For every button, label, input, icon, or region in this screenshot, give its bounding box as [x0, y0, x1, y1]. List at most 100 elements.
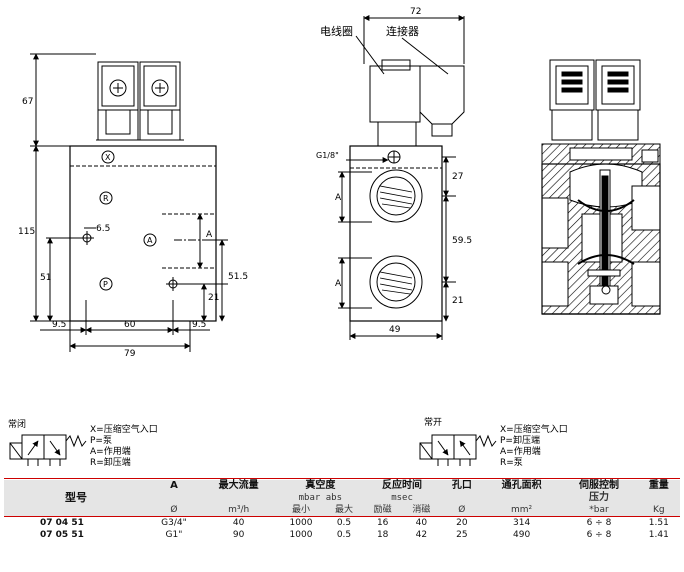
row1-flow: 40	[199, 516, 278, 529]
dim-9-5-right: 9.5	[192, 320, 206, 330]
row2-on: 18	[376, 530, 389, 540]
technical-drawings: 67 115 51 6.5 A 51.5 21 9.5 60 9.5 79 X …	[8, 7, 661, 468]
row1-on: 16	[363, 516, 403, 529]
unit-vac-max: 最大	[334, 505, 353, 515]
valve-body-side	[349, 145, 443, 322]
spec-table: 型号 A 最大流量 真空度 反应时间 孔口 通孔面积 伺服控制 重量 mbar …	[4, 480, 680, 541]
table-subheader-row: mbar abs msec 压力	[4, 492, 680, 504]
port-a-lower	[369, 255, 423, 309]
row2-model: 07 05 51	[40, 530, 84, 540]
row2-flow: 90	[232, 530, 245, 540]
no-legend-a: A=作用端	[500, 445, 541, 457]
th-port: 孔口	[451, 480, 472, 491]
symbol-normally-open	[419, 434, 497, 466]
port-x-marker	[101, 150, 115, 164]
callout-connector: 连接器	[386, 25, 419, 38]
nc-legend-r: R=卸压端	[90, 456, 131, 468]
dim-9-5-left: 9.5	[52, 320, 66, 330]
dim-a-side: A	[206, 230, 213, 240]
table-header-row: 型号 A 最大流量 真空度 反应时间 孔口 通孔面积 伺服控制 重量	[4, 480, 680, 503]
dim-g18: G1/8"	[316, 151, 339, 160]
dim-49: 49	[389, 325, 401, 335]
dim-21-left: 21	[208, 293, 219, 303]
dim-a-lower: A	[335, 279, 342, 289]
port-p-label: P	[103, 280, 108, 289]
no-title: 常开	[424, 416, 442, 428]
nc-legend-p: P=泵	[90, 435, 112, 446]
table-top-rule	[4, 478, 680, 479]
port-a-marker	[143, 233, 157, 247]
solenoid-coil-right	[139, 61, 181, 140]
unit-resp-off: 消磁	[412, 505, 431, 515]
th-servo2: 压力	[588, 492, 609, 503]
row2-kg: 1.41	[648, 530, 669, 540]
unit-port: Ø	[458, 505, 466, 515]
th-vac: 真空度	[305, 480, 336, 491]
symbol-normally-closed	[9, 434, 87, 466]
th-area: 通孔面积	[501, 480, 542, 491]
table-row: 07 05 51 G1" 90 1000 0.5 18 42 25 490 6 …	[4, 529, 680, 541]
port-a-upper	[369, 169, 423, 223]
port-x-label: X	[105, 153, 111, 162]
th-flow: 最大流量	[218, 480, 259, 491]
row2-a: G1"	[165, 530, 183, 540]
unit-resp-on: 励磁	[373, 505, 392, 515]
row2-area: 490	[513, 530, 531, 540]
nc-legend-a: A=作用端	[90, 445, 131, 457]
no-legend-p: P=卸压端	[500, 434, 540, 446]
dim-6-5: 6.5	[96, 224, 110, 234]
callout-coil: 电线圈	[320, 24, 353, 38]
th-model: 型号	[64, 491, 87, 504]
row2-vmax: 0.5	[336, 530, 352, 540]
no-legend-r: R=泵	[500, 457, 523, 468]
port-r-marker	[99, 191, 113, 205]
row1-model: 07 04 51	[4, 516, 148, 529]
solenoid-coil-side	[369, 65, 421, 123]
dim-51: 51	[40, 273, 51, 283]
th-resp-unit: msec	[391, 493, 413, 503]
unit-vac-min: 最小	[291, 505, 310, 515]
row1-area: 314	[482, 516, 561, 529]
row2-vmin: 1000	[289, 530, 313, 540]
port-r-label: R	[103, 194, 109, 203]
row1-port: 20	[440, 516, 483, 529]
dim-79: 79	[124, 349, 136, 359]
row2-off: 42	[415, 530, 428, 540]
th-weight: 重量	[648, 480, 669, 491]
no-legend-x: X=压缩空气入口	[500, 423, 568, 435]
row1-off: 40	[402, 516, 441, 529]
th-resp: 反应时间	[382, 480, 423, 491]
table-units-row: Ø m³/h 最小 最大 励磁 消磁 Ø mm² *bar Kg	[4, 504, 680, 517]
dim-60: 60	[124, 320, 136, 330]
unit-flow: m³/h	[228, 505, 250, 515]
dim-115: 115	[18, 227, 35, 237]
th-a: A	[170, 480, 178, 491]
port-a-label: A	[147, 236, 153, 245]
row1-a: G3/4"	[147, 516, 200, 529]
dim-a-upper: A	[335, 193, 342, 203]
front-view	[30, 53, 228, 352]
connector-body	[419, 65, 465, 125]
row1-vmax: 0.5	[324, 516, 364, 529]
unit-servo: *bar	[589, 505, 609, 515]
section-view	[541, 59, 661, 315]
dim-21-mid: 21	[452, 296, 463, 306]
nc-title: 常闭	[8, 418, 26, 430]
unit-area: mm²	[511, 505, 533, 515]
port-p-marker	[99, 277, 113, 291]
dim-27: 27	[452, 172, 463, 182]
row1-vmin: 1000	[277, 516, 325, 529]
dim-51-5: 51.5	[228, 272, 248, 282]
row2-port: 25	[456, 530, 468, 540]
solenoid-coil-left	[97, 61, 139, 140]
dim-67: 67	[22, 97, 33, 107]
nc-legend-x: X=压缩空气入口	[90, 423, 158, 435]
dim-59-5: 59.5	[452, 236, 472, 246]
th-vac-unit: mbar abs	[298, 493, 342, 503]
row1-servo: 6 ÷ 8	[560, 516, 638, 529]
row2-servo: 6 ÷ 8	[586, 530, 612, 540]
dim-72: 72	[410, 7, 421, 17]
side-view	[338, 15, 465, 340]
valve-body	[69, 145, 217, 322]
unit-a: Ø	[170, 505, 178, 515]
